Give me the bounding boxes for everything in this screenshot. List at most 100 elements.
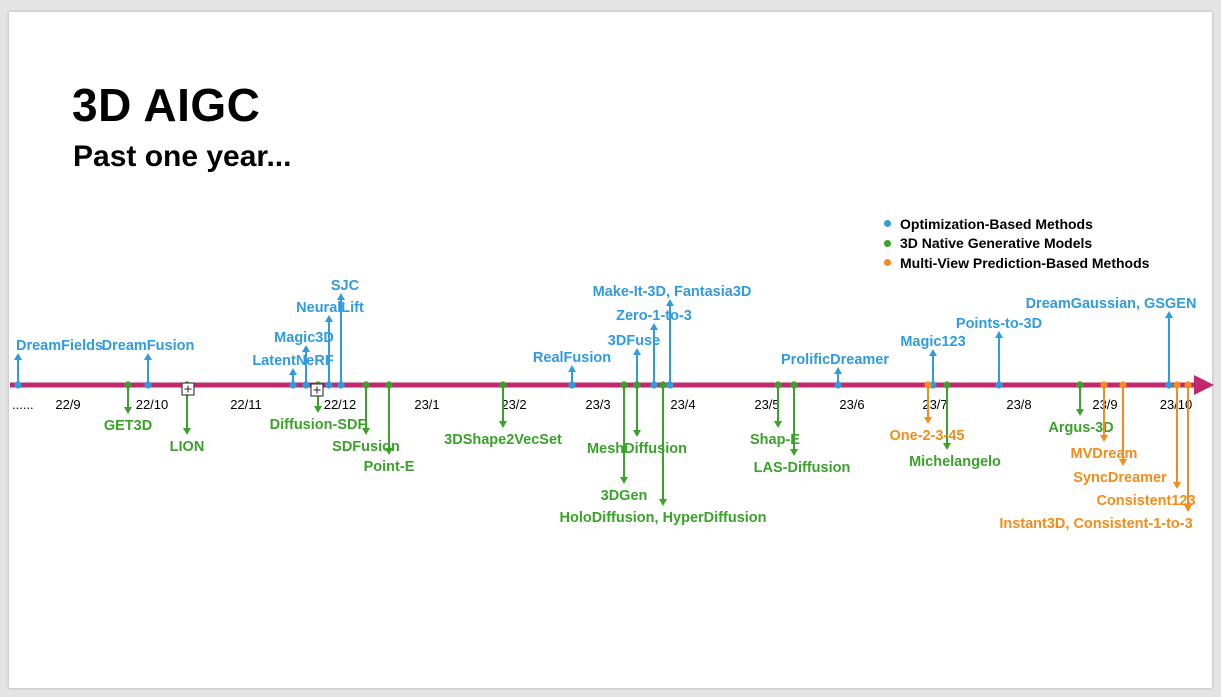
make-it-3d-fantasia3d-label: Make-It-3D, Fantasia3D <box>593 284 752 300</box>
neurallift-label: NeuralLift <box>296 300 364 316</box>
3dfuse-label: 3DFuse <box>608 333 660 349</box>
sjc-node <box>337 381 345 389</box>
argus-3d-label: Argus-3D <box>1048 420 1113 436</box>
magic3d-arrow-icon <box>302 345 310 352</box>
mvdream-node <box>1100 381 1108 389</box>
zero-1-to-3-node <box>650 381 658 389</box>
dreamfusion-label: DreamFusion <box>102 338 195 354</box>
one-2-3-45-node <box>924 381 932 389</box>
dreamfusion-arrow-icon <box>144 353 152 360</box>
3dgen-label: 3DGen <box>601 488 648 504</box>
meshdiffusion-arrow-icon <box>633 430 641 437</box>
las-diffusion-label: LAS-Diffusion <box>754 460 851 476</box>
neurallift-node <box>325 381 333 389</box>
make-it-3d-fantasia3d-node <box>666 381 674 389</box>
get3d-node <box>124 381 132 389</box>
legend-item-optimization: Optimization-Based Methods <box>884 214 1149 234</box>
las-diffusion-arrow-icon <box>790 449 798 456</box>
prolificdreamer-node <box>834 381 842 389</box>
lion-label: LION <box>170 439 205 455</box>
realfusion-label: RealFusion <box>533 350 611 366</box>
magic123-arrow-icon <box>929 349 937 356</box>
michelangelo-node <box>943 381 951 389</box>
magic123-label: Magic123 <box>900 334 965 350</box>
instant3d-consistent-1-to-3-arrow-icon <box>1184 505 1192 512</box>
sdfusion-node <box>362 381 370 389</box>
one-2-3-45-arrow-icon <box>924 417 932 424</box>
shap-e-arrow-icon <box>774 421 782 428</box>
prolificdreamer-label: ProlificDreamer <box>781 352 889 368</box>
consistent123-arrow-icon <box>1173 482 1181 489</box>
legend-label-optimization: Optimization-Based Methods <box>900 215 1093 232</box>
timeline-arrowhead-icon <box>1194 375 1214 395</box>
instant3d-consistent-1-to-3-node <box>1184 381 1192 389</box>
month-tick-label: 23/3 <box>585 397 610 412</box>
3dshape2vecset-node <box>499 381 507 389</box>
holodiffusion-hyperdiffusion-node <box>659 381 667 389</box>
one-2-3-45-label: One-2-3-45 <box>890 428 965 444</box>
sdfusion-label: SDFusion <box>332 439 400 455</box>
month-tick-label: 23/4 <box>670 397 695 412</box>
magic3d-node <box>302 381 310 389</box>
mvdream-arrow-icon <box>1100 435 1108 442</box>
dreamgaussian-gsgen-node <box>1165 381 1173 389</box>
magic123-node <box>929 381 937 389</box>
prolificdreamer-arrow-icon <box>834 367 842 374</box>
shap-e-label: Shap-E <box>750 432 800 448</box>
make-it-3d-fantasia3d-arrow-icon <box>666 299 674 306</box>
legend-item-multiview: Multi-View Prediction-Based Methods <box>884 253 1149 273</box>
dreamfields-arrow-icon <box>14 353 22 360</box>
month-tick-label: 23/2 <box>501 397 526 412</box>
holodiffusion-hyperdiffusion-label: HoloDiffusion, HyperDiffusion <box>559 510 766 526</box>
sdfusion-arrow-icon <box>362 428 370 435</box>
get3d-arrow-icon <box>124 407 132 414</box>
argus-3d-node <box>1076 381 1084 389</box>
3dfuse-arrow-icon <box>633 348 641 355</box>
slide-title: 3D AIGC <box>72 79 261 131</box>
month-tick-label: 23/1 <box>414 397 439 412</box>
month-tick-label: 23/6 <box>839 397 864 412</box>
latentnerf-label: LatentNeRF <box>252 353 334 369</box>
meshdiffusion-label: MeshDiffusion <box>587 441 687 457</box>
month-tick-label: 23/7 <box>922 397 947 412</box>
realfusion-node <box>568 381 576 389</box>
get3d-label: GET3D <box>104 418 152 434</box>
dreamgaussian-gsgen-arrow-icon <box>1165 311 1173 318</box>
points-to-3d-label: Points-to-3D <box>956 316 1042 332</box>
diffusion-sdf-arrow-icon <box>314 406 322 413</box>
3dgen-node <box>620 381 628 389</box>
consistent123-node <box>1173 381 1181 389</box>
month-tick-label: 23/5 <box>754 397 779 412</box>
month-tick-label: 22/12 <box>324 397 357 412</box>
meshdiffusion-node <box>633 381 641 389</box>
timeline-start-ellipsis: ...... <box>12 397 34 412</box>
point-e-arrow-icon <box>385 448 393 455</box>
neurallift-arrow-icon <box>325 315 333 322</box>
magic3d-label: Magic3D <box>274 330 334 346</box>
sjc-arrow-icon <box>337 293 345 300</box>
dreamgaussian-gsgen-label: DreamGaussian, GSGEN <box>1026 296 1197 312</box>
instant3d-consistent-1-to-3-label: Instant3D, Consistent-1-to-3 <box>999 516 1192 532</box>
legend-label-multiview: Multi-View Prediction-Based Methods <box>900 254 1150 271</box>
3dgen-arrow-icon <box>620 477 628 484</box>
latentnerf-arrow-icon <box>289 368 297 375</box>
multiview-dot-icon <box>884 259 891 267</box>
native-dot-icon <box>884 239 891 247</box>
consistent123-label: Consistent123 <box>1096 493 1195 509</box>
syncdreamer-label: SyncDreamer <box>1073 470 1167 486</box>
sjc-label: SJC <box>331 278 360 294</box>
point-e-label: Point-E <box>364 459 415 475</box>
month-tick-label: 23/8 <box>1006 397 1031 412</box>
holodiffusion-hyperdiffusion-arrow-icon <box>659 499 667 506</box>
3dshape2vecset-label: 3DShape2VecSet <box>444 432 562 448</box>
lion-arrow-icon <box>183 428 191 435</box>
slide <box>9 12 1212 688</box>
dreamfields-label: DreamFields <box>16 338 103 354</box>
dreamfusion-node <box>144 381 152 389</box>
point-e-node <box>385 381 393 389</box>
legend: Optimization-Based Methods 3D Native Gen… <box>884 214 1149 273</box>
shap-e-node <box>774 381 782 389</box>
zero-1-to-3-arrow-icon <box>650 323 658 330</box>
optimization-dot-icon <box>884 220 891 228</box>
